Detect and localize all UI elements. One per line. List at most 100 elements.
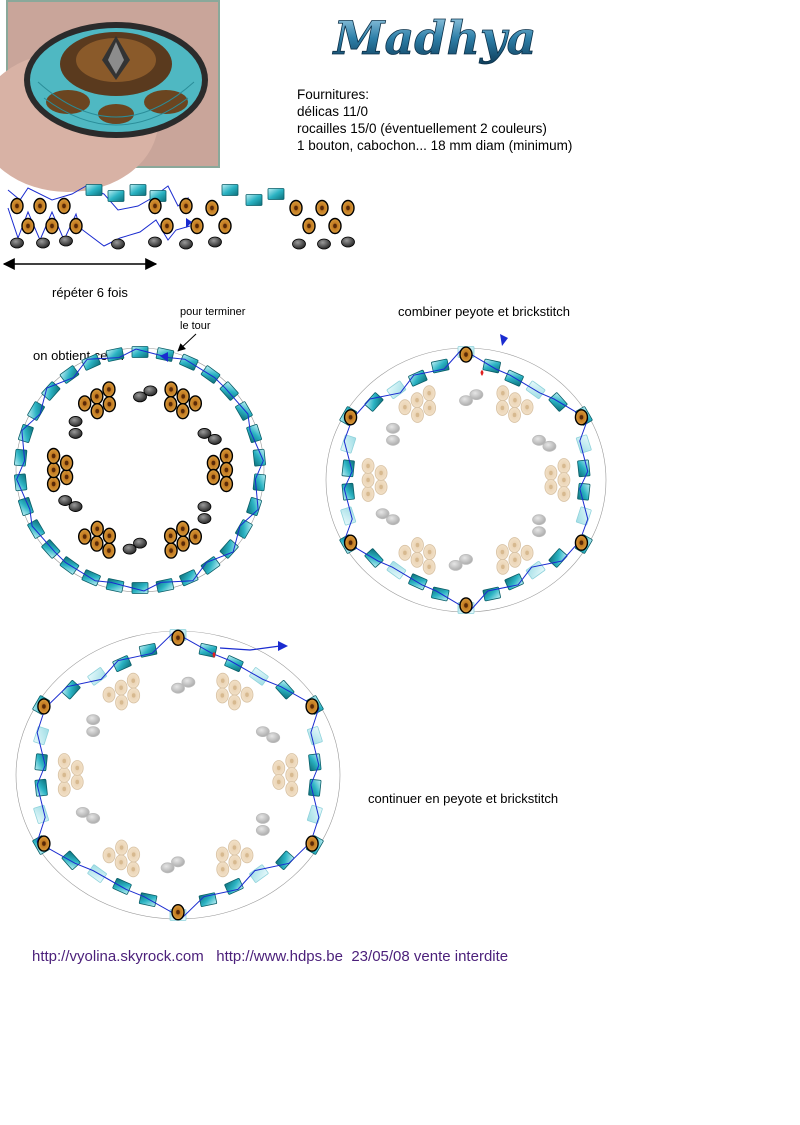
delica-bead xyxy=(525,380,546,399)
bronze-seed-bead xyxy=(459,346,473,363)
bronze-seed-bead xyxy=(77,395,92,412)
footer-link-1[interactable]: http://vyolina.skyrock.com xyxy=(32,948,204,965)
bronze-seed-bead xyxy=(90,535,104,552)
bronze-seed-bead xyxy=(216,672,230,689)
bronze-seed-bead xyxy=(219,447,234,465)
delica-bead xyxy=(138,643,158,658)
bronze-seed-bead xyxy=(459,597,473,614)
delica-bead xyxy=(107,190,125,202)
delica-bead xyxy=(306,804,323,824)
bronze-seed-bead xyxy=(374,465,388,481)
delica-bead xyxy=(41,539,61,559)
delica-bead xyxy=(85,184,103,196)
bronze-seed-bead xyxy=(176,535,190,552)
bronze-seed-bead xyxy=(343,409,358,426)
bead-photo xyxy=(0,0,220,192)
bronze-seed-bead xyxy=(410,392,424,409)
bronze-seed-bead xyxy=(495,544,509,560)
bronze-seed-bead xyxy=(164,542,178,559)
footer-link-2[interactable]: http://www.hdps.be xyxy=(216,948,343,965)
delica-bead xyxy=(575,434,592,454)
bronze-seed-bead xyxy=(127,846,141,863)
delica-bead xyxy=(224,878,244,895)
delica-bead xyxy=(235,401,253,421)
continue-label: continuer en peyote et brickstitch xyxy=(368,791,558,806)
delica-bead xyxy=(112,655,132,672)
bronze-seed-bead xyxy=(496,385,510,402)
delica-bead xyxy=(408,573,428,591)
bronze-seed-bead xyxy=(59,454,74,472)
delica-bead xyxy=(129,184,147,196)
gray-seed-bead xyxy=(532,526,546,538)
bronze-seed-bead xyxy=(361,472,375,488)
gray-seed-bead xyxy=(75,807,90,818)
bronze-seed-bead xyxy=(411,407,424,423)
delica-bead xyxy=(341,459,355,478)
ring-diagram-3 xyxy=(15,629,341,921)
bronze-seed-bead xyxy=(289,199,303,217)
delica-bead xyxy=(200,556,221,575)
bronze-seed-bead xyxy=(57,197,71,215)
bronze-seed-bead xyxy=(70,774,84,790)
delica-bead xyxy=(577,482,591,501)
bronze-seed-bead xyxy=(228,854,242,871)
bronze-seed-bead xyxy=(423,400,437,416)
bronze-seed-bead xyxy=(557,472,571,488)
bronze-seed-bead xyxy=(216,861,230,878)
supplies-item: 1 bouton, cabochon... 18 mm diam (minimu… xyxy=(297,138,573,153)
bronze-seed-bead xyxy=(206,468,221,486)
bronze-seed-bead xyxy=(127,687,141,704)
footer-date-note: 23/05/08 vente interdite xyxy=(351,948,509,965)
bronze-seed-bead xyxy=(70,760,84,776)
supplies-heading: Fournitures: xyxy=(297,87,370,102)
bronze-seed-bead xyxy=(285,753,299,769)
delica-bead xyxy=(34,753,48,772)
bronze-seed-bead xyxy=(37,698,51,715)
delica-bead xyxy=(249,667,269,686)
bronze-seed-bead xyxy=(219,475,234,493)
gray-seed-bead xyxy=(317,238,331,250)
bronze-seed-bead xyxy=(341,199,355,217)
gray-seed-bead xyxy=(86,726,101,737)
bronze-seed-bead xyxy=(57,781,71,797)
bronze-seed-bead xyxy=(272,774,286,790)
bronze-seed-bead xyxy=(305,835,319,852)
supplies-item: délicas 11/0 xyxy=(297,104,369,119)
delica-bead xyxy=(219,539,239,559)
gray-seed-bead xyxy=(86,714,101,725)
bronze-seed-bead xyxy=(508,551,522,568)
finish-arrow xyxy=(177,333,197,352)
bronze-seed-bead xyxy=(115,694,128,711)
page-title: Madhya xyxy=(255,8,615,68)
bronze-seed-bead xyxy=(33,197,47,215)
delica-bead xyxy=(408,369,428,387)
gray-seed-bead xyxy=(386,514,400,526)
bronze-seed-bead xyxy=(228,839,241,856)
supplies-item: rocailles 15/0 (éventuellement 2 couleur… xyxy=(297,121,547,136)
bronze-seed-bead xyxy=(176,402,190,420)
bronze-seed-bead xyxy=(398,399,412,416)
bronze-seed-bead xyxy=(422,385,436,402)
bronze-seed-bead xyxy=(410,551,424,568)
direction-marker xyxy=(186,218,192,228)
gray-seed-bead xyxy=(375,508,390,520)
delica-bead xyxy=(245,194,263,206)
delica-bead xyxy=(308,778,322,797)
bronze-seed-bead xyxy=(21,217,35,235)
delica-bead xyxy=(275,680,295,700)
gray-seed-bead xyxy=(459,553,473,565)
bronze-seed-bead xyxy=(219,461,234,479)
start-marker xyxy=(480,370,484,376)
bronze-seed-bead xyxy=(90,402,104,420)
bronze-seed-bead xyxy=(315,199,329,217)
delica-bead xyxy=(341,482,355,501)
bronze-seed-bead xyxy=(46,447,61,465)
bronze-seed-bead xyxy=(520,399,534,416)
bronze-seed-bead xyxy=(188,395,203,412)
delica-bead xyxy=(252,473,266,492)
bronze-seed-bead xyxy=(171,904,185,921)
bronze-seed-bead xyxy=(57,767,71,783)
thread-exit xyxy=(219,645,281,651)
bronze-seed-bead xyxy=(272,760,286,776)
bronze-seed-bead xyxy=(240,847,254,864)
